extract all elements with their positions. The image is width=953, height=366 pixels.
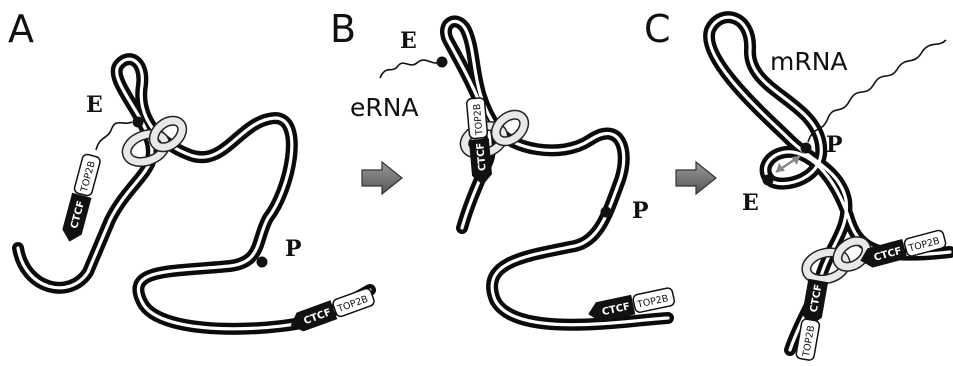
panel-b-letter: B bbox=[330, 7, 356, 51]
ctcf-top2b-pair-1: CTCF TOP2B bbox=[60, 153, 102, 244]
ctcf-top2b-pair-2: CTCF TOP2B bbox=[287, 286, 376, 335]
promoter-label: P bbox=[632, 198, 649, 224]
enhancer-label: E bbox=[400, 28, 417, 54]
panel-a: A E P CTCF TOP2B CTCF TOP2B bbox=[8, 7, 376, 335]
transition-arrow-icon bbox=[676, 162, 716, 194]
enhancer-site bbox=[133, 117, 144, 128]
erna-strand bbox=[380, 60, 440, 78]
transition-arrow-icon bbox=[362, 162, 402, 194]
enhancer-site bbox=[763, 175, 774, 186]
enhancer-label: E bbox=[86, 92, 103, 118]
promoter-label: P bbox=[285, 236, 302, 262]
promoter-site bbox=[801, 143, 812, 154]
ctcf-top2b-pair-2: CTCF TOP2B bbox=[858, 228, 947, 270]
promoter-site bbox=[257, 257, 268, 268]
mrna-label: mRNA bbox=[770, 47, 848, 76]
panel-c-letter: C bbox=[644, 7, 671, 51]
enhancer-label: E bbox=[742, 190, 759, 216]
promoter-label: P bbox=[826, 132, 843, 158]
erna-label: eRNA bbox=[350, 93, 419, 122]
panel-a-chromatin bbox=[18, 59, 370, 329]
promoter-site bbox=[601, 207, 612, 218]
panel-a-letter: A bbox=[8, 7, 34, 51]
